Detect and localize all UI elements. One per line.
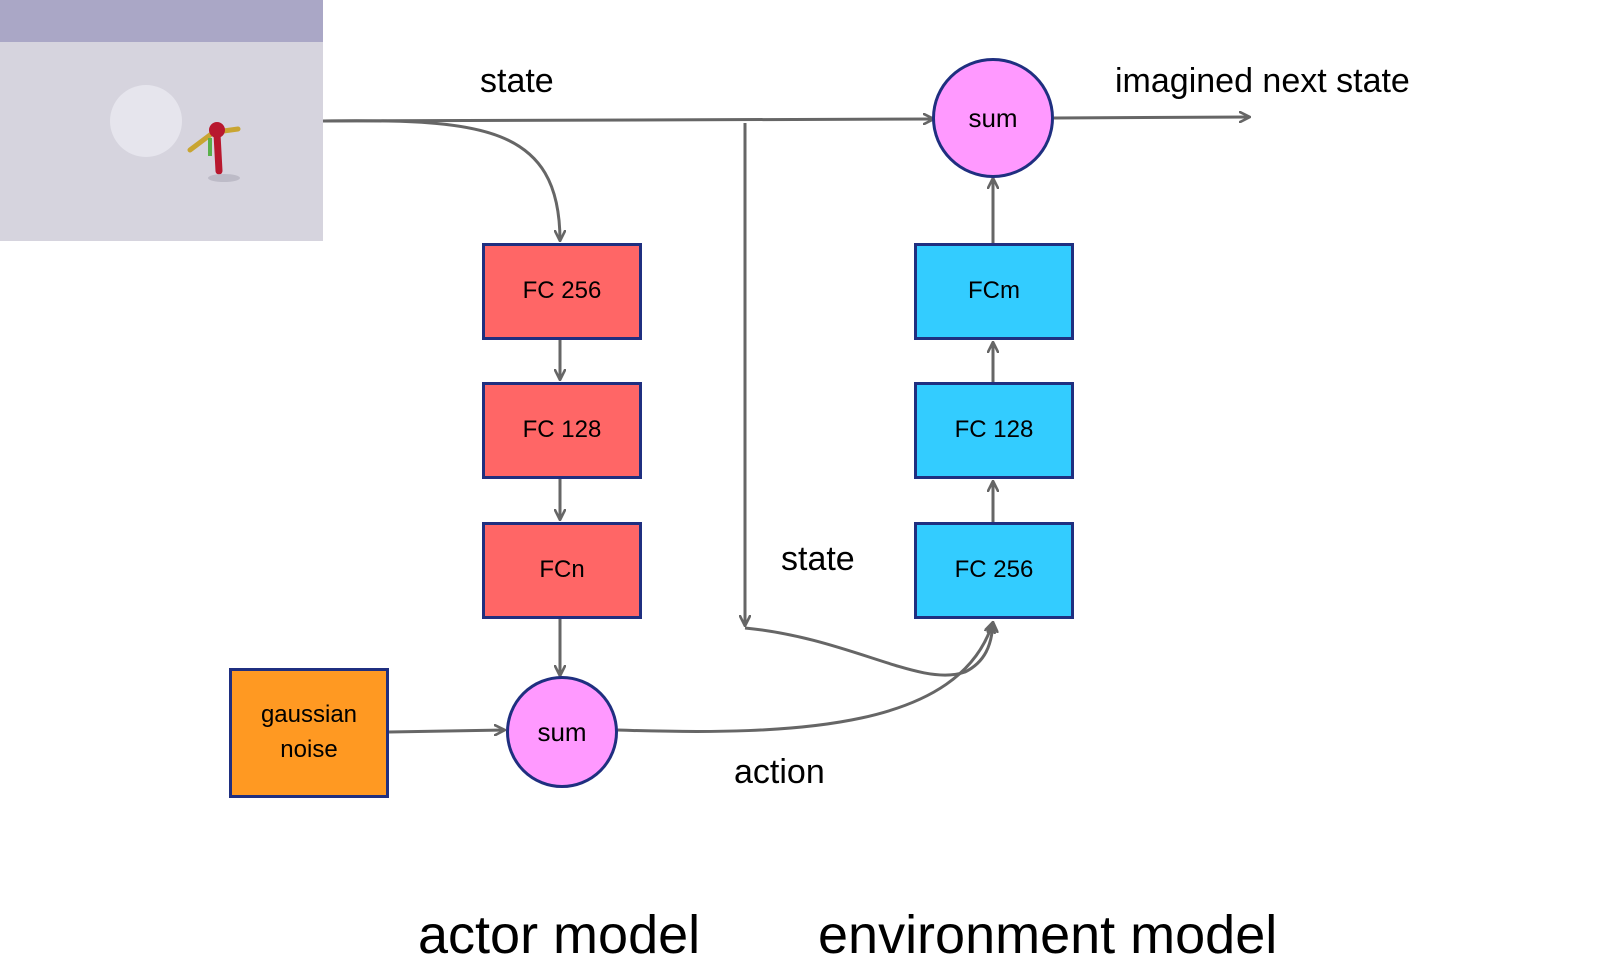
state-label-top: state <box>480 62 554 100</box>
actor-fc256-block: FC 256 <box>482 243 642 340</box>
edge-state-to-actor-fc1 <box>322 119 560 241</box>
scene-sky <box>0 0 323 42</box>
actor-fc128-block: FC 128 <box>482 382 642 479</box>
gaussian-noise-block: gaussian noise <box>229 668 389 798</box>
env-fcm-block: FCm <box>914 243 1074 340</box>
imagined-next-state-label: imagined next state <box>1115 62 1410 100</box>
edge-noise-to-sum <box>388 730 505 732</box>
edge-env-sum-output <box>1053 117 1250 118</box>
gaussian-noise-line1: gaussian <box>260 701 358 729</box>
env-sum-node: sum <box>932 58 1054 178</box>
actor-sum-node: sum <box>506 676 618 788</box>
env-fc128-block: FC 128 <box>914 382 1074 479</box>
agent-robot-icon <box>187 122 241 182</box>
target-ball <box>110 85 182 157</box>
edge-state-to-env-fc1 <box>744 622 993 677</box>
edge-state-to-env-sum <box>322 119 934 121</box>
actor-fcn-block: FCn <box>482 522 642 619</box>
gaussian-noise-line2: noise <box>280 736 338 763</box>
edge-action-to-env-fc1 <box>616 622 993 733</box>
environment-model-caption: environment model <box>818 905 1278 965</box>
env-fc256-block: FC 256 <box>914 522 1074 619</box>
environment-render <box>0 0 323 241</box>
actor-model-caption: actor model <box>418 905 701 965</box>
action-label: action <box>734 753 825 791</box>
state-label-mid: state <box>781 540 855 578</box>
